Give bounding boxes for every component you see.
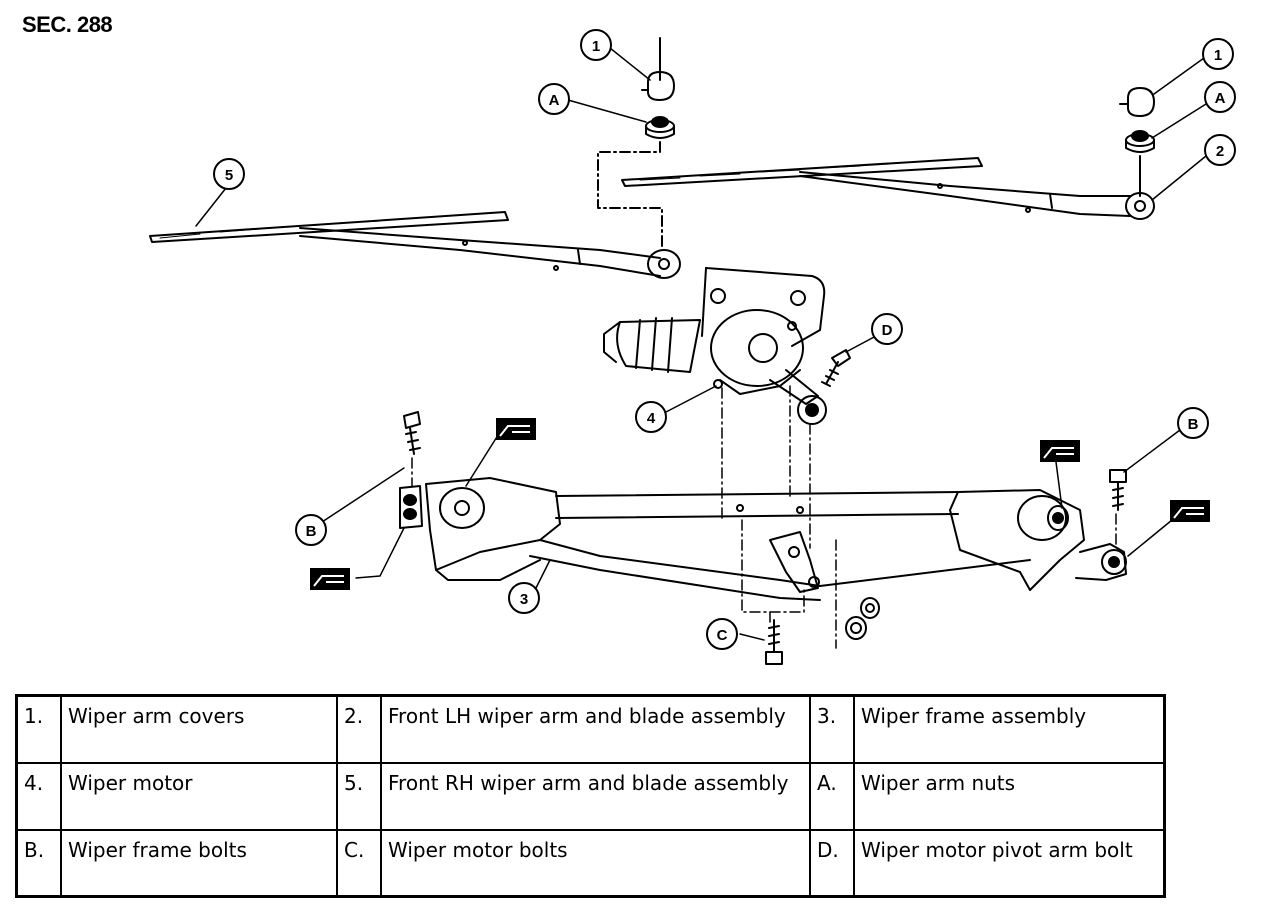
callout-a-center: A xyxy=(538,83,570,115)
svg-text:1: 1 xyxy=(1214,47,1222,64)
svg-text:C: C xyxy=(717,627,728,644)
callouts: 1 A 1 A 2 5 D 4 B B 3 C xyxy=(213,29,1236,650)
section-label: SEC. 288 xyxy=(22,12,113,37)
legend-row: 4. Wiper motor 5. Front RH wiper arm and… xyxy=(15,761,1166,831)
wiper-motor xyxy=(603,267,827,425)
svg-text:A: A xyxy=(1215,90,1226,107)
legend-desc: Front LH wiper arm and blade assembly xyxy=(380,694,811,764)
alignment-lines xyxy=(411,385,1117,649)
legend-desc: Wiper frame bolts xyxy=(60,828,338,898)
callout-b-left: B xyxy=(295,514,327,546)
legend-desc: Wiper motor pivot arm bolt xyxy=(853,828,1166,898)
svg-text:4: 4 xyxy=(647,410,656,427)
legend-desc: Wiper arm covers xyxy=(60,694,338,764)
wiper-frame-assembly xyxy=(399,477,1127,601)
legend-key: D. xyxy=(809,828,855,898)
callout-c: C xyxy=(706,618,738,650)
callout-5: 5 xyxy=(213,158,245,190)
legend-key: B. xyxy=(15,828,62,898)
right-cover-and-nut xyxy=(1119,87,1155,197)
callout-1-right: 1 xyxy=(1202,38,1234,70)
svg-text:5: 5 xyxy=(225,167,233,184)
legend-table: 1. Wiper arm covers 2. Front LH wiper ar… xyxy=(15,694,1166,898)
wiper-diagram: 1 A 1 A 2 5 D 4 B B 3 C xyxy=(149,29,1236,665)
callout-2: 2 xyxy=(1204,134,1236,166)
svg-text:D: D xyxy=(882,322,893,339)
legend-key: 5. xyxy=(336,761,382,831)
svg-text:3: 3 xyxy=(520,591,528,608)
bolt-d xyxy=(821,349,851,387)
callout-d: D xyxy=(871,313,903,345)
bolts-b xyxy=(403,411,1127,511)
callout-1-center: 1 xyxy=(580,29,612,61)
callout-4: 4 xyxy=(635,401,667,433)
svg-text:B: B xyxy=(1188,416,1199,433)
legend-desc: Front RH wiper arm and blade assembly xyxy=(380,761,811,831)
legend-key: 2. xyxy=(336,694,382,764)
rh-wiper-arm-blade xyxy=(149,211,681,279)
callout-b-right: B xyxy=(1177,407,1209,439)
leader-lines xyxy=(195,47,1207,641)
legend-desc: Wiper frame assembly xyxy=(853,694,1166,764)
legend-key: 3. xyxy=(809,694,855,764)
bolts-c xyxy=(765,597,880,665)
svg-text:B: B xyxy=(306,523,317,540)
torque-symbols xyxy=(310,418,1210,590)
legend-row: 1. Wiper arm covers 2. Front LH wiper ar… xyxy=(15,694,1166,764)
legend-row: B. Wiper frame bolts C. Wiper motor bolt… xyxy=(15,828,1166,898)
lh-wiper-arm-blade xyxy=(621,157,1155,220)
callout-3: 3 xyxy=(508,582,540,614)
legend-desc: Wiper motor bolts xyxy=(380,828,811,898)
legend-key: 4. xyxy=(15,761,62,831)
legend-desc: Wiper motor xyxy=(60,761,338,831)
callout-a-right: A xyxy=(1204,81,1236,113)
svg-text:A: A xyxy=(549,92,560,109)
center-cover-and-nut xyxy=(597,37,675,251)
legend-key: C. xyxy=(336,828,382,898)
svg-text:2: 2 xyxy=(1216,143,1224,160)
legend-key: 1. xyxy=(15,694,62,764)
svg-text:1: 1 xyxy=(592,38,600,55)
legend-desc: Wiper arm nuts xyxy=(853,761,1166,831)
legend-key: A. xyxy=(809,761,855,831)
